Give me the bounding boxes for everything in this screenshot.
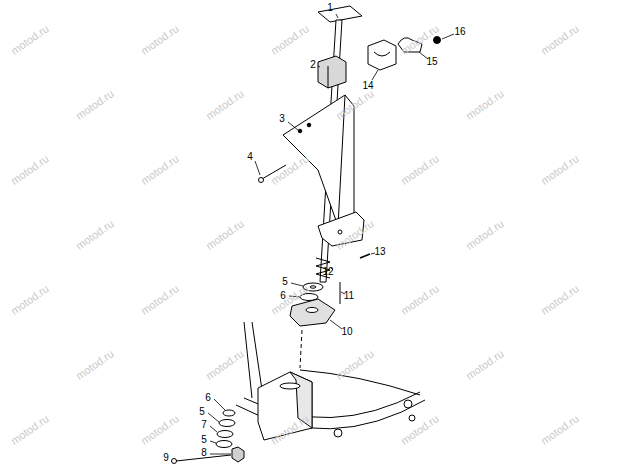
callout-number: 10	[341, 327, 352, 337]
watermark-text: motod.ru	[139, 23, 181, 57]
watermark-text: motod.ru	[539, 283, 581, 317]
watermark-text: motod.ru	[464, 218, 506, 252]
watermark-text: motod.ru	[74, 218, 116, 252]
callout-number: 11	[344, 291, 354, 301]
watermark-text: motod.ru	[204, 88, 246, 122]
callout-number: 8	[201, 448, 207, 458]
watermark-text: motod.ru	[9, 283, 51, 317]
callout-number: 5	[199, 407, 205, 417]
watermark-text: motod.ru	[539, 23, 581, 57]
watermark-text: motod.ru	[74, 88, 116, 122]
watermark-text: motod.ru	[9, 23, 51, 57]
callout-number: 9	[163, 453, 169, 463]
watermark-text: motod.ru	[464, 348, 506, 382]
watermark-text: motod.ru	[269, 153, 311, 187]
callout-number: 13	[374, 247, 385, 257]
callout-number: 3	[279, 114, 285, 124]
callout-number: 12	[322, 267, 333, 277]
watermark-text: motod.ru	[204, 348, 246, 382]
callout-number: 1	[327, 3, 333, 13]
callout-number: 5	[282, 277, 288, 287]
callout-number: 15	[426, 57, 437, 67]
callout-number: 6	[205, 393, 211, 403]
callout-number: 4	[247, 152, 253, 162]
watermark-text: motod.ru	[139, 283, 181, 317]
watermark-text: motod.ru	[74, 348, 116, 382]
watermark-text: motod.ru	[399, 283, 441, 317]
watermark-text: motod.ru	[204, 218, 246, 252]
watermark-text: motod.ru	[399, 153, 441, 187]
watermark-text: motod.ru	[539, 413, 581, 447]
watermark-text: motod.ru	[269, 23, 311, 57]
callout-number: 16	[454, 27, 465, 37]
callout-number: 2	[310, 60, 316, 70]
watermark-text: motod.ru	[399, 413, 441, 447]
watermark-text: motod.ru	[139, 153, 181, 187]
callout-number: 5	[201, 435, 207, 445]
watermark-text: motod.ru	[464, 88, 506, 122]
watermark-text: motod.ru	[9, 413, 51, 447]
watermark-text: motod.ru	[9, 153, 51, 187]
watermark-text: motod.ru	[139, 413, 181, 447]
watermark-text: motod.ru	[539, 153, 581, 187]
watermark-text: motod.ru	[334, 348, 376, 382]
callout-number: 7	[201, 420, 207, 430]
